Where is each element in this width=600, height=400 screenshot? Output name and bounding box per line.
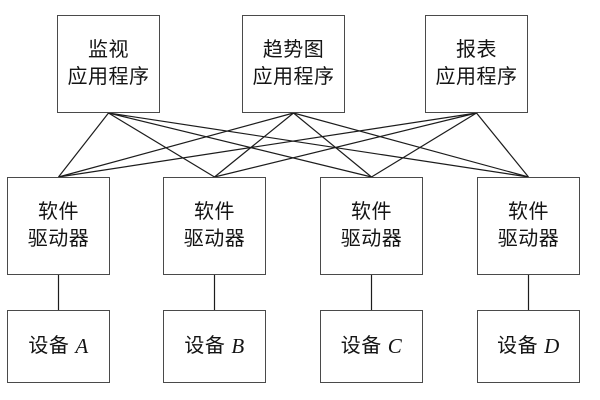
- node-report-app: 报表 应用程序: [425, 15, 528, 113]
- node-software-driver-1: 软件 驱动器: [7, 177, 110, 275]
- node-label: 设备: [340, 335, 382, 357]
- node-software-driver-4: 软件 驱动器: [477, 177, 580, 275]
- node-label: 趋势图: [262, 39, 325, 61]
- node-label: 报表: [456, 39, 497, 61]
- node-device-a: 设备 A: [7, 310, 110, 383]
- node-device-b: 设备 B: [163, 310, 266, 383]
- node-label: 驱动器: [27, 228, 90, 250]
- device-letter: A: [75, 334, 89, 358]
- device-letter: D: [544, 334, 560, 358]
- node-label: 监视: [88, 39, 129, 61]
- node-label: 驱动器: [340, 228, 403, 250]
- node-label: 软件: [194, 201, 235, 223]
- node-monitor-app: 监视 应用程序: [57, 15, 160, 113]
- node-label: 软件: [351, 201, 392, 223]
- node-device-c: 设备 C: [320, 310, 423, 383]
- device-letter: B: [231, 334, 245, 358]
- node-label: 软件: [38, 201, 79, 223]
- node-device-d: 设备 D: [477, 310, 580, 383]
- node-label: 设备: [497, 335, 539, 357]
- node-label: 设备: [28, 335, 70, 357]
- node-label: 设备: [184, 335, 226, 357]
- node-label: 应用程序: [252, 66, 335, 88]
- node-label: 应用程序: [435, 66, 518, 88]
- node-label: 软件: [508, 201, 549, 223]
- node-software-driver-2: 软件 驱动器: [163, 177, 266, 275]
- node-label: 应用程序: [67, 66, 150, 88]
- node-software-driver-3: 软件 驱动器: [320, 177, 423, 275]
- device-letter: C: [387, 334, 403, 358]
- node-trend-app: 趋势图 应用程序: [242, 15, 345, 113]
- node-label: 驱动器: [183, 228, 246, 250]
- node-label: 驱动器: [497, 228, 560, 250]
